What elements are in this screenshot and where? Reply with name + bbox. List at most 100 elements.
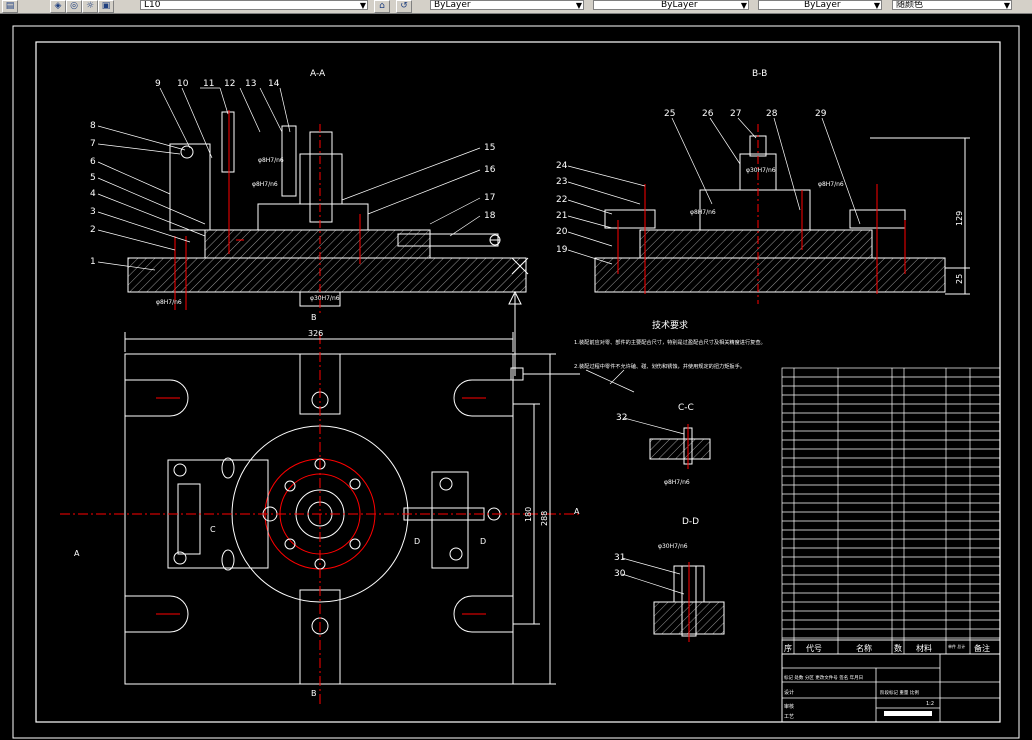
balloons-bb-left: 19 20 21 22 23 24 <box>556 161 568 255</box>
svg-text:20: 20 <box>556 227 568 237</box>
leaders-aa-right <box>341 147 481 237</box>
view-label-bb: B-B <box>752 69 767 79</box>
tech-note-1: 1.装配前应对零、部件的主要配合尺寸，特别是过盈配合尺寸及相关精度进行复查。 <box>574 338 766 346</box>
section-mark-b-top: B <box>311 313 317 322</box>
detail-view-dd: D-D <box>621 517 725 642</box>
cad-drawing-canvas[interactable]: A-A 1 2 3 4 5 6 7 8 <box>0 14 1032 740</box>
color-dropdown[interactable]: ByLayer ▼ <box>430 0 584 10</box>
header-seq: 序 <box>784 643 792 653</box>
layer-dropdown[interactable]: L10 ▼ <box>140 0 368 10</box>
balloon-31: 31 <box>614 553 625 563</box>
balloon-32: 32 <box>616 413 627 423</box>
header-material: 材料 <box>916 643 932 653</box>
leaders-bb-left <box>567 165 646 265</box>
fit-dim-bb-1: φ8H7/n6 <box>690 209 716 216</box>
chevron-down-icon: ▼ <box>575 1 582 10</box>
section-mark-d-right: D <box>480 537 486 546</box>
plan-view <box>60 290 580 704</box>
color-value: ByLayer <box>434 0 471 10</box>
view-label-aa: A-A <box>310 69 326 79</box>
plotstyle-dropdown[interactable]: 随颜色 ▼ <box>892 0 1012 10</box>
leaders-aa-left <box>97 125 206 271</box>
leaders-aa-top <box>159 87 291 159</box>
dim-height-inner: 180 <box>524 507 533 522</box>
section-arrow-aa-marker <box>585 369 635 393</box>
svg-text:21: 21 <box>556 211 567 221</box>
svg-text:26: 26 <box>702 109 714 119</box>
svg-text:29: 29 <box>815 109 827 119</box>
svg-text:3: 3 <box>90 207 96 217</box>
svg-text:8: 8 <box>90 121 96 131</box>
svg-text:11: 11 <box>203 79 214 89</box>
parts-list-header: 序 代号 名称 数 材料 单件 总计 备注 <box>781 639 1001 655</box>
chevron-down-icon: ▼ <box>740 1 747 10</box>
svg-text:7: 7 <box>90 139 96 149</box>
fit-dim-aa-1: φ8H7/n6 <box>258 157 284 164</box>
svg-text:25: 25 <box>664 109 675 119</box>
sheet-border <box>12 25 1020 739</box>
svg-text:16: 16 <box>484 165 496 175</box>
dim-bb-height: 129 <box>955 211 964 226</box>
svg-text:6: 6 <box>90 157 96 167</box>
fit-dim-aa-4: φ8H7/n6 <box>156 299 182 306</box>
make-layer-current-icon[interactable]: ⌂ <box>374 0 390 13</box>
layer-manager-icon[interactable]: ▤ <box>2 0 18 13</box>
fit-dim-dd: φ30H7/n6 <box>658 543 688 550</box>
cad-toolbar: ▤ ◈ ◎ ☼ ▣ L10 ▼ ⌂ ↺ ByLayer ▼ ByLayer ▼ … <box>0 0 1032 14</box>
svg-text:1: 1 <box>90 257 96 267</box>
fit-dim-aa-3: φ30H7/n6 <box>310 295 340 302</box>
title-bar-fill <box>884 711 932 716</box>
svg-text:12: 12 <box>224 79 235 89</box>
title-block <box>781 653 1001 723</box>
detail-view-cc: C-C <box>623 403 711 469</box>
svg-text:28: 28 <box>766 109 778 119</box>
svg-text:15: 15 <box>484 143 495 153</box>
header-note: 备注 <box>974 643 990 653</box>
layer-lock-icon[interactable]: ▣ <box>98 0 114 13</box>
section-view-aa: A-A <box>127 69 529 314</box>
linetype-dropdown[interactable]: ByLayer ▼ <box>593 0 749 10</box>
svg-text:2: 2 <box>90 225 96 235</box>
svg-text:5: 5 <box>90 173 96 183</box>
title-stage: 阶段标记 重量 比例 <box>880 689 919 696</box>
layer-previous-icon[interactable]: ◎ <box>66 0 82 13</box>
section-mark-a-left: A <box>74 549 80 558</box>
fit-dim-aa-2: φ8H7/n6 <box>252 181 278 188</box>
svg-text:9: 9 <box>155 79 161 89</box>
section-mark-c: C <box>210 525 216 534</box>
header-qty: 数 <box>894 643 902 653</box>
fit-dim-bb-3: φ8H7/n6 <box>818 181 844 188</box>
dim-width: 326 <box>308 329 323 338</box>
fit-dim-bb-2: φ30H7/n6 <box>746 167 776 174</box>
balloons-bb-top: 25 26 27 28 29 <box>664 109 827 119</box>
header-code: 代号 <box>806 643 822 653</box>
section-mark-a-right: A <box>574 507 580 516</box>
parts-list <box>781 367 1001 654</box>
svg-text:13: 13 <box>245 79 256 89</box>
title-row-1: 标记 处数 分区 更改文件号 签名 年月日 <box>784 674 863 681</box>
layer-isolate-icon[interactable]: ☼ <box>82 0 98 13</box>
svg-text:10: 10 <box>177 79 189 89</box>
section-mark-b-bottom: B <box>311 689 317 698</box>
chevron-down-icon: ▼ <box>1003 1 1010 10</box>
title-row-4: 工艺 <box>784 714 794 720</box>
svg-text:22: 22 <box>556 195 567 205</box>
layer-states-icon[interactable]: ◈ <box>50 0 66 13</box>
layer-previous-button-icon[interactable]: ↺ <box>396 0 412 13</box>
balloon-30: 30 <box>614 569 626 579</box>
section-mark-d-left: D <box>414 537 420 546</box>
svg-text:19: 19 <box>556 245 568 255</box>
lineweight-value: ByLayer <box>804 0 841 10</box>
dim-height-outer: 288 <box>540 511 549 526</box>
title-row-2: 设计 <box>784 689 794 696</box>
svg-text:D-D: D-D <box>682 517 699 527</box>
title-row-3: 审核 <box>784 703 794 710</box>
section-view-bb: B-B <box>594 69 970 304</box>
svg-text:14: 14 <box>268 79 280 89</box>
lineweight-dropdown[interactable]: ByLayer ▼ <box>758 0 882 10</box>
plotstyle-value: 随颜色 <box>896 0 924 10</box>
svg-text:23: 23 <box>556 177 567 187</box>
linetype-value: ByLayer <box>661 0 698 10</box>
header-weight: 单件 总计 <box>948 643 965 649</box>
header-name: 名称 <box>856 643 872 653</box>
